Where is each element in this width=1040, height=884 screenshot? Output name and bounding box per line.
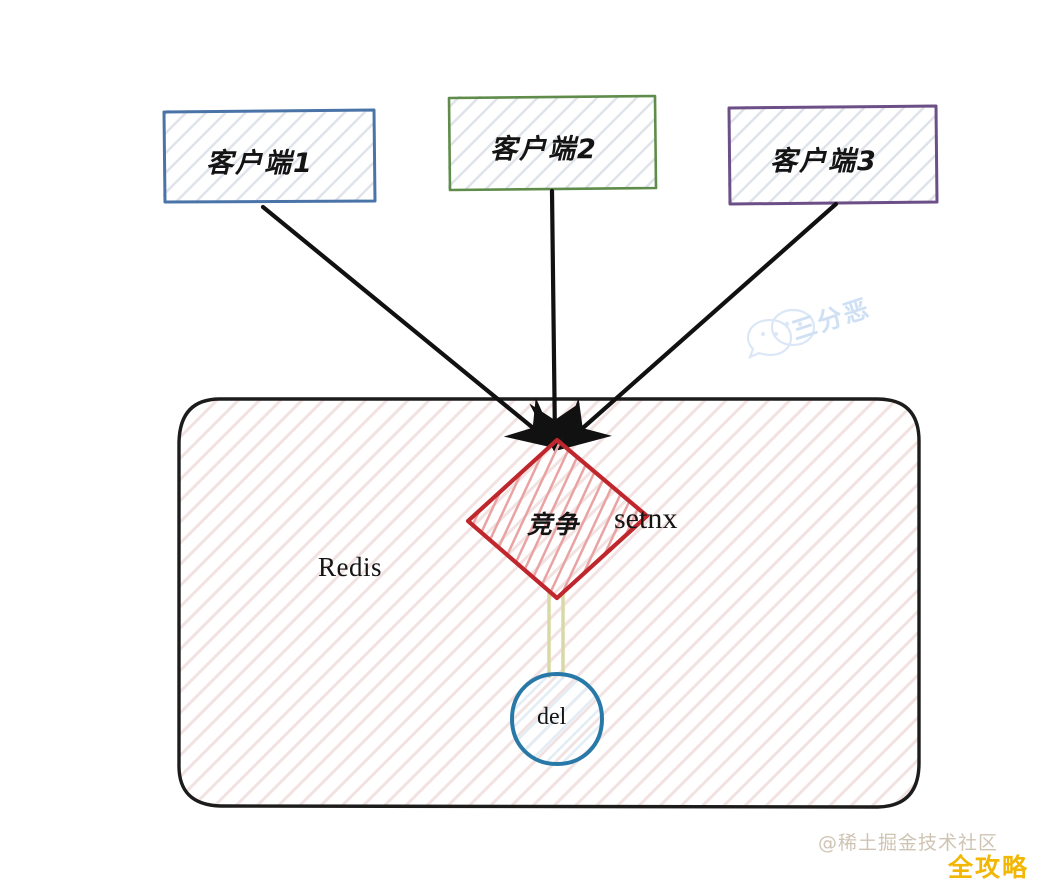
- sanfen-logo-icon: [746, 308, 816, 360]
- community-watermark: @稀土掘金技术社区: [818, 832, 999, 854]
- client-box-1[interactable]: [162, 108, 377, 204]
- setnx-label: setnx: [614, 502, 678, 535]
- redis-container-label: Redis: [318, 552, 383, 582]
- arrow-client3-to-contention: [557, 201, 839, 451]
- client-box-1-label: 客户端1: [206, 148, 314, 179]
- arrow-client2-to-contention: [529, 188, 580, 454]
- contention-diamond-label: 竞争: [527, 510, 580, 539]
- client-box-2-label: 客户端2: [490, 134, 598, 165]
- arrow-client1-to-contention: [260, 204, 559, 449]
- badge-watermark: 全攻略: [948, 853, 1030, 882]
- contention-diamond[interactable]: [465, 437, 650, 601]
- client-box-3-label: 客户端3: [770, 146, 878, 177]
- connector-contention-to-del: [547, 592, 565, 678]
- client-box-3[interactable]: [727, 104, 939, 206]
- client-box-2[interactable]: [447, 94, 658, 192]
- del-circle[interactable]: [509, 671, 605, 767]
- del-circle-label: del: [537, 704, 567, 730]
